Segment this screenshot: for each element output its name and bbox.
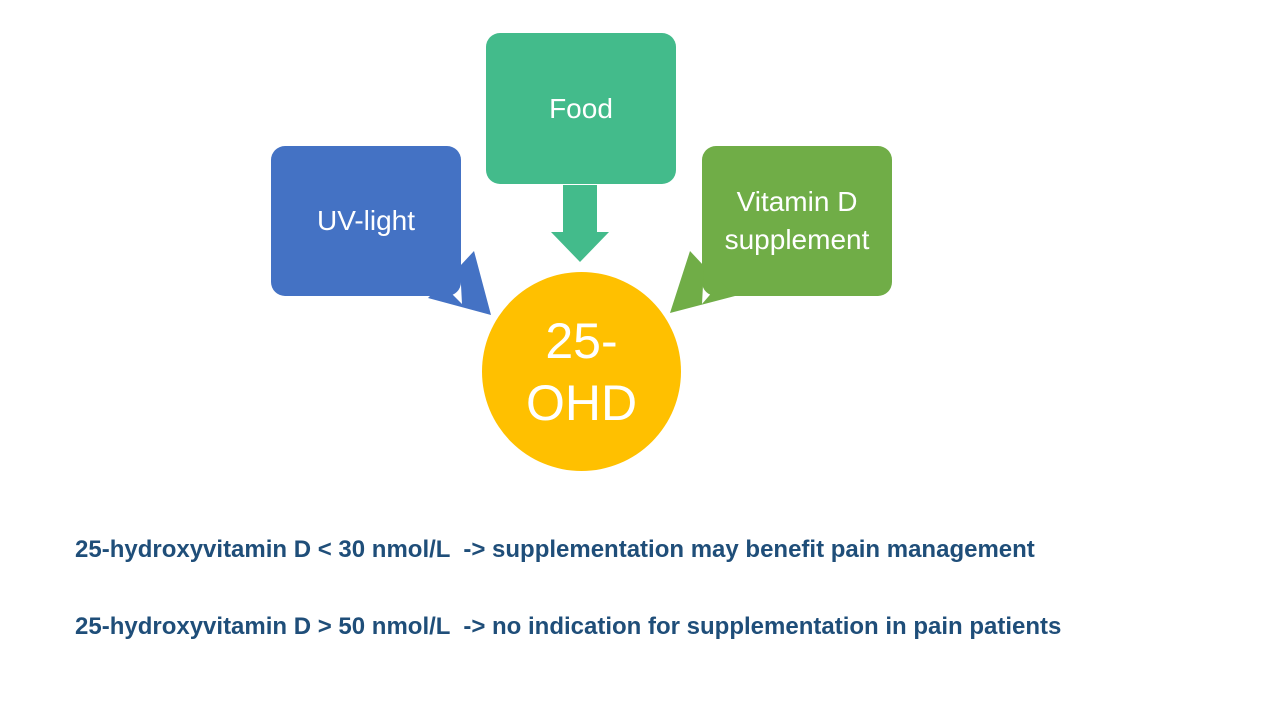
source-label-vitamin-d-supplement: Vitamin D supplement (724, 186, 870, 255)
source-label-uv-light: UV-light (316, 205, 416, 236)
arrow-uv-to-hub (428, 251, 491, 315)
arrow-food-to-hub (551, 185, 609, 262)
hub-circle-25-ohd: 25- OHD (482, 272, 681, 471)
source-box-uv-light: UV-light (271, 146, 461, 296)
arrow-supplement-to-hub (670, 251, 735, 313)
source-label-food: Food (549, 92, 613, 124)
source-box-food: Food (486, 33, 676, 184)
note-threshold-low: 25-hydroxyvitamin D < 30 nmol/L -> suppl… (75, 536, 1035, 563)
source-box-vitamin-d-supplement: Vitamin D supplement (702, 146, 892, 296)
hub-label: 25- OHD (525, 312, 638, 431)
note-threshold-high: 25-hydroxyvitamin D > 50 nmol/L -> no in… (75, 613, 1062, 640)
